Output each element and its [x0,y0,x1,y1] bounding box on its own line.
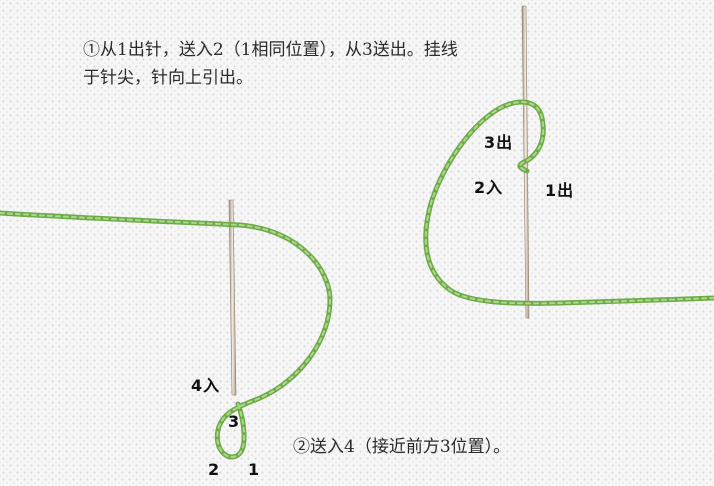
thread-right [423,99,714,306]
label-left-4in: 4入 [191,376,221,395]
step1-figure [423,5,714,319]
label-left-1: 1 [248,460,261,479]
label-left-3: 3 [228,412,241,431]
needle-left [228,199,237,396]
label-right-1out: 1出 [545,181,575,200]
label-right-2in: 2入 [474,178,504,197]
step1-caption: ①从1出针，送入2（1相同位置），从3送出。挂线于针尖，针向上引出。 [83,40,458,88]
label-left-2: 2 [208,460,221,479]
thread-left [0,210,333,460]
label-right-3out: 3出 [484,133,514,152]
step2-caption: ②送入4（接近前方3位置）。 [293,437,511,457]
step2-figure [0,199,333,460]
